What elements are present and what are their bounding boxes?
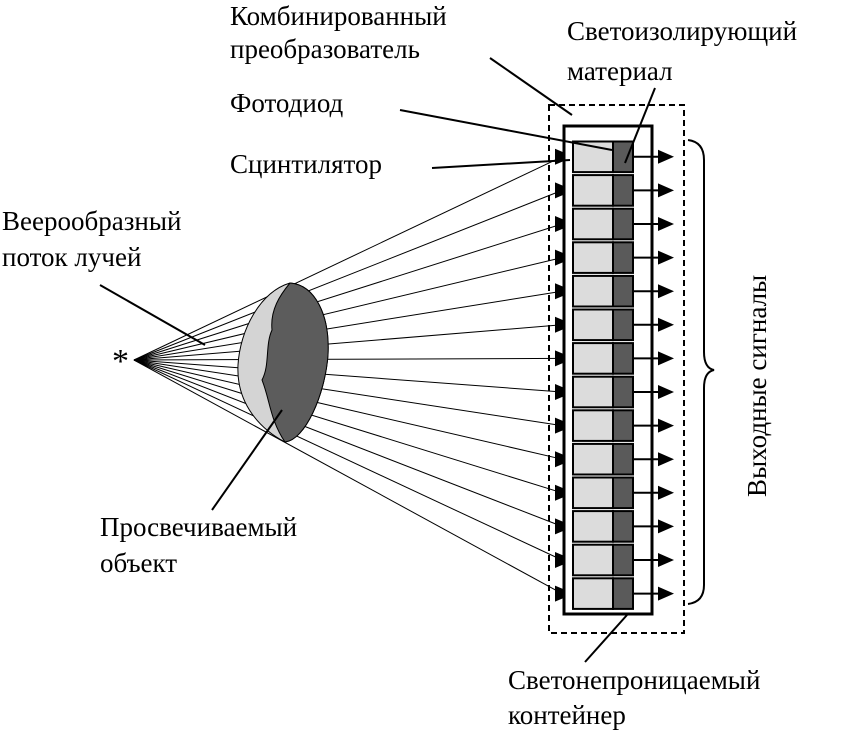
- ray: [133, 324, 563, 361]
- output-signals-label: Выходные сигналы: [742, 275, 772, 497]
- scintillator-cell: [572, 476, 614, 510]
- photodiode-cell: [612, 409, 634, 442]
- scintillator-cell: [572, 543, 614, 577]
- svg-text:Веерообразный: Веерообразный: [2, 206, 181, 236]
- output-arrowhead: [658, 284, 674, 299]
- leader-scintillator: [431, 159, 571, 169]
- scintillator-cell: [572, 274, 614, 308]
- object-dark-part: [261, 282, 329, 443]
- photodiode-cell: [612, 207, 634, 241]
- scintillator-cell: [572, 510, 614, 543]
- ray: [133, 359, 563, 527]
- ray: [133, 359, 563, 595]
- svg-text:объект: объект: [100, 548, 177, 578]
- photodiode-cell: [612, 375, 634, 409]
- output-arrowhead: [658, 385, 674, 399]
- combined-converter-outline: [548, 104, 685, 634]
- ray: [133, 359, 563, 393]
- output-arrowhead: [658, 217, 674, 231]
- scintillator-cell: [572, 241, 614, 274]
- output-signal-arrows: [633, 149, 674, 601]
- svg-text:материал: материал: [567, 56, 673, 86]
- svg-text:Просвечиваемый: Просвечиваемый: [100, 512, 297, 542]
- photodiode-cell: [612, 342, 634, 375]
- leader-combined-converter: [489, 57, 573, 116]
- leader-light-isolating: [624, 87, 656, 164]
- svg-text:контейнер: контейнер: [508, 700, 626, 730]
- photodiode-cell: [612, 308, 634, 342]
- ray: [133, 359, 563, 494]
- svg-text:преобразователь: преобразователь: [230, 34, 420, 64]
- ray: [133, 223, 563, 361]
- scintillator-cell: [572, 174, 614, 207]
- scintillator-cell: [572, 207, 614, 241]
- scintillator-cell: [572, 577, 614, 610]
- scintillator-cell: [572, 375, 614, 409]
- output-arrowhead: [658, 485, 674, 500]
- output-arrowhead: [658, 519, 674, 534]
- svg-text:Комбинированный: Комбинированный: [230, 1, 447, 31]
- scanned-object-label: Просвечиваемый объект: [100, 512, 297, 578]
- ray: [133, 257, 563, 361]
- leader-fan-beam: [99, 284, 206, 346]
- xray-source-icon: *: [112, 343, 129, 380]
- detector-array: [572, 140, 634, 610]
- photodiode-cell: [612, 241, 634, 274]
- ray: [133, 156, 563, 361]
- svg-text:Светонепроницаемый: Светонепроницаемый: [508, 665, 760, 695]
- leader-scanned-object: [211, 409, 283, 511]
- output-arrowhead: [658, 183, 674, 198]
- leader-lines: [99, 57, 656, 663]
- output-arrowhead: [658, 553, 674, 567]
- scintillator-cell: [572, 308, 614, 342]
- scintillator-cell: [572, 442, 614, 476]
- scintillator-cell: [572, 342, 614, 375]
- output-arrowhead: [658, 452, 674, 467]
- leader-photodiode: [399, 109, 613, 151]
- combined-converter-label: Комбинированный преобразователь: [230, 1, 447, 64]
- lightproof-container-label: Светонепроницаемый контейнер: [508, 665, 760, 730]
- output-arrowhead: [658, 317, 674, 332]
- ray: [133, 359, 563, 460]
- svg-text:поток лучей: поток лучей: [2, 242, 141, 272]
- photodiode-cell: [612, 442, 634, 476]
- photodiode-cell: [612, 510, 634, 543]
- output-brace: [687, 139, 715, 605]
- photodiode-cell: [612, 577, 634, 610]
- scanned-object: [237, 282, 329, 443]
- output-arrowhead: [658, 418, 674, 433]
- ray: [133, 359, 563, 427]
- photodiode-cell: [612, 140, 634, 174]
- ray: [133, 189, 563, 361]
- ray: [133, 359, 563, 561]
- photodiode-cell: [612, 543, 634, 577]
- photodiode-cell: [612, 476, 634, 510]
- output-arrowhead: [658, 351, 674, 366]
- ray: [133, 290, 563, 361]
- photodiode-cell: [612, 274, 634, 308]
- svg-text:Светоизолирующий: Светоизолирующий: [567, 16, 797, 46]
- photodiode-label: Фотодиод: [230, 88, 344, 118]
- output-arrowhead: [658, 250, 674, 265]
- output-arrowhead: [658, 149, 674, 164]
- scintillator-label: Сцинтилятор: [230, 149, 382, 179]
- light-isolating-material-label: Светоизолирующий материал: [567, 16, 797, 86]
- scintillator-cell: [572, 409, 614, 442]
- photodiode-cell: [612, 174, 634, 207]
- output-arrowhead: [658, 586, 674, 601]
- leader-container: [584, 614, 628, 663]
- fan-beam-label: Веерообразный поток лучей: [2, 206, 181, 272]
- ray: [133, 357, 563, 361]
